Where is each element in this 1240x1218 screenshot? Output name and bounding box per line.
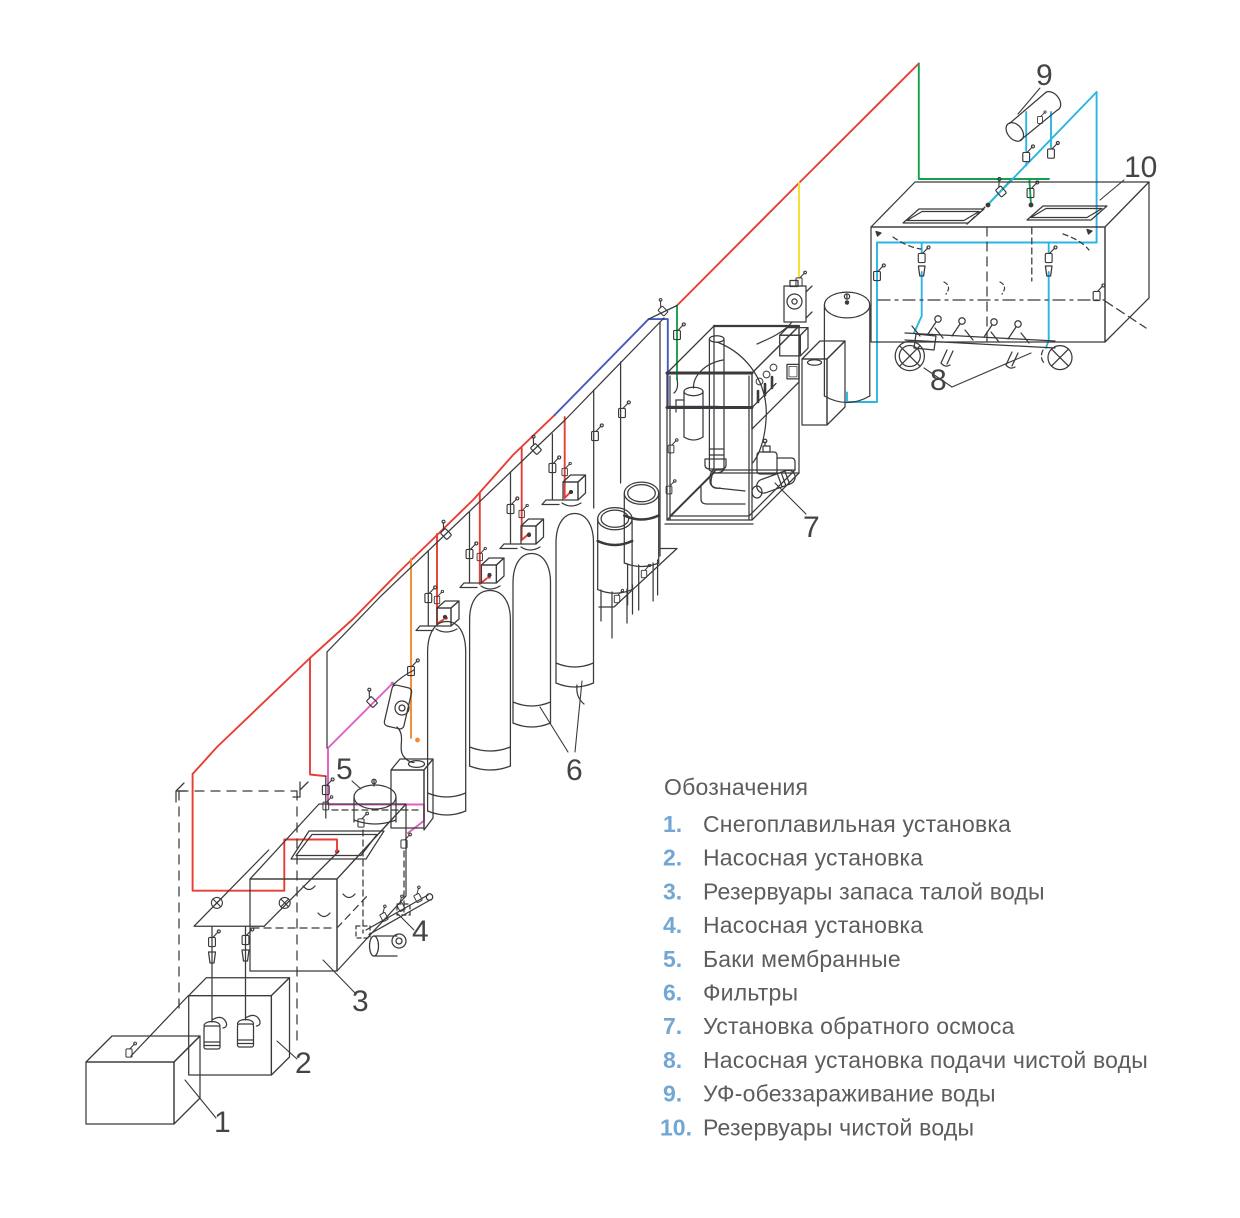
svg-text:8.: 8.	[663, 1047, 682, 1073]
svg-text:8: 8	[930, 364, 947, 397]
svg-text:1: 1	[214, 1106, 231, 1139]
svg-text:10: 10	[1124, 151, 1157, 184]
svg-text:Насосная установка: Насосная установка	[703, 912, 923, 938]
svg-text:2: 2	[295, 1047, 312, 1080]
svg-text:6: 6	[566, 754, 583, 787]
svg-text:Установка обратного осмоса: Установка обратного осмоса	[703, 1013, 1015, 1039]
svg-text:2.: 2.	[663, 845, 682, 871]
svg-text:Резервуары чистой воды: Резервуары чистой воды	[703, 1114, 974, 1140]
svg-text:5: 5	[336, 753, 353, 786]
svg-text:4: 4	[412, 915, 429, 948]
svg-text:Обозначения: Обозначения	[664, 774, 808, 800]
svg-text:Снегоплавильная установка: Снегоплавильная установка	[703, 811, 1011, 837]
svg-text:Фильтры: Фильтры	[703, 980, 798, 1006]
svg-text:3.: 3.	[663, 878, 682, 904]
svg-text:Насосная установка подачи чист: Насосная установка подачи чистой воды	[703, 1047, 1148, 1073]
svg-text:УФ-обеззараживание воды: УФ-обеззараживание воды	[703, 1081, 996, 1107]
svg-text:10.: 10.	[660, 1114, 692, 1140]
svg-text:Баки мембранные: Баки мембранные	[703, 946, 901, 972]
svg-text:3: 3	[352, 985, 369, 1018]
svg-text:9: 9	[1036, 59, 1053, 92]
svg-text:7.: 7.	[663, 1013, 682, 1039]
svg-text:7: 7	[803, 511, 820, 544]
svg-text:5.: 5.	[663, 946, 682, 972]
svg-text:4.: 4.	[663, 912, 682, 938]
svg-text:Резервуары запаса талой воды: Резервуары запаса талой воды	[703, 878, 1045, 904]
svg-text:9.: 9.	[663, 1081, 682, 1107]
svg-text:1.: 1.	[663, 811, 682, 837]
svg-text:Насосная установка: Насосная установка	[703, 845, 923, 871]
svg-text:6.: 6.	[663, 980, 682, 1006]
